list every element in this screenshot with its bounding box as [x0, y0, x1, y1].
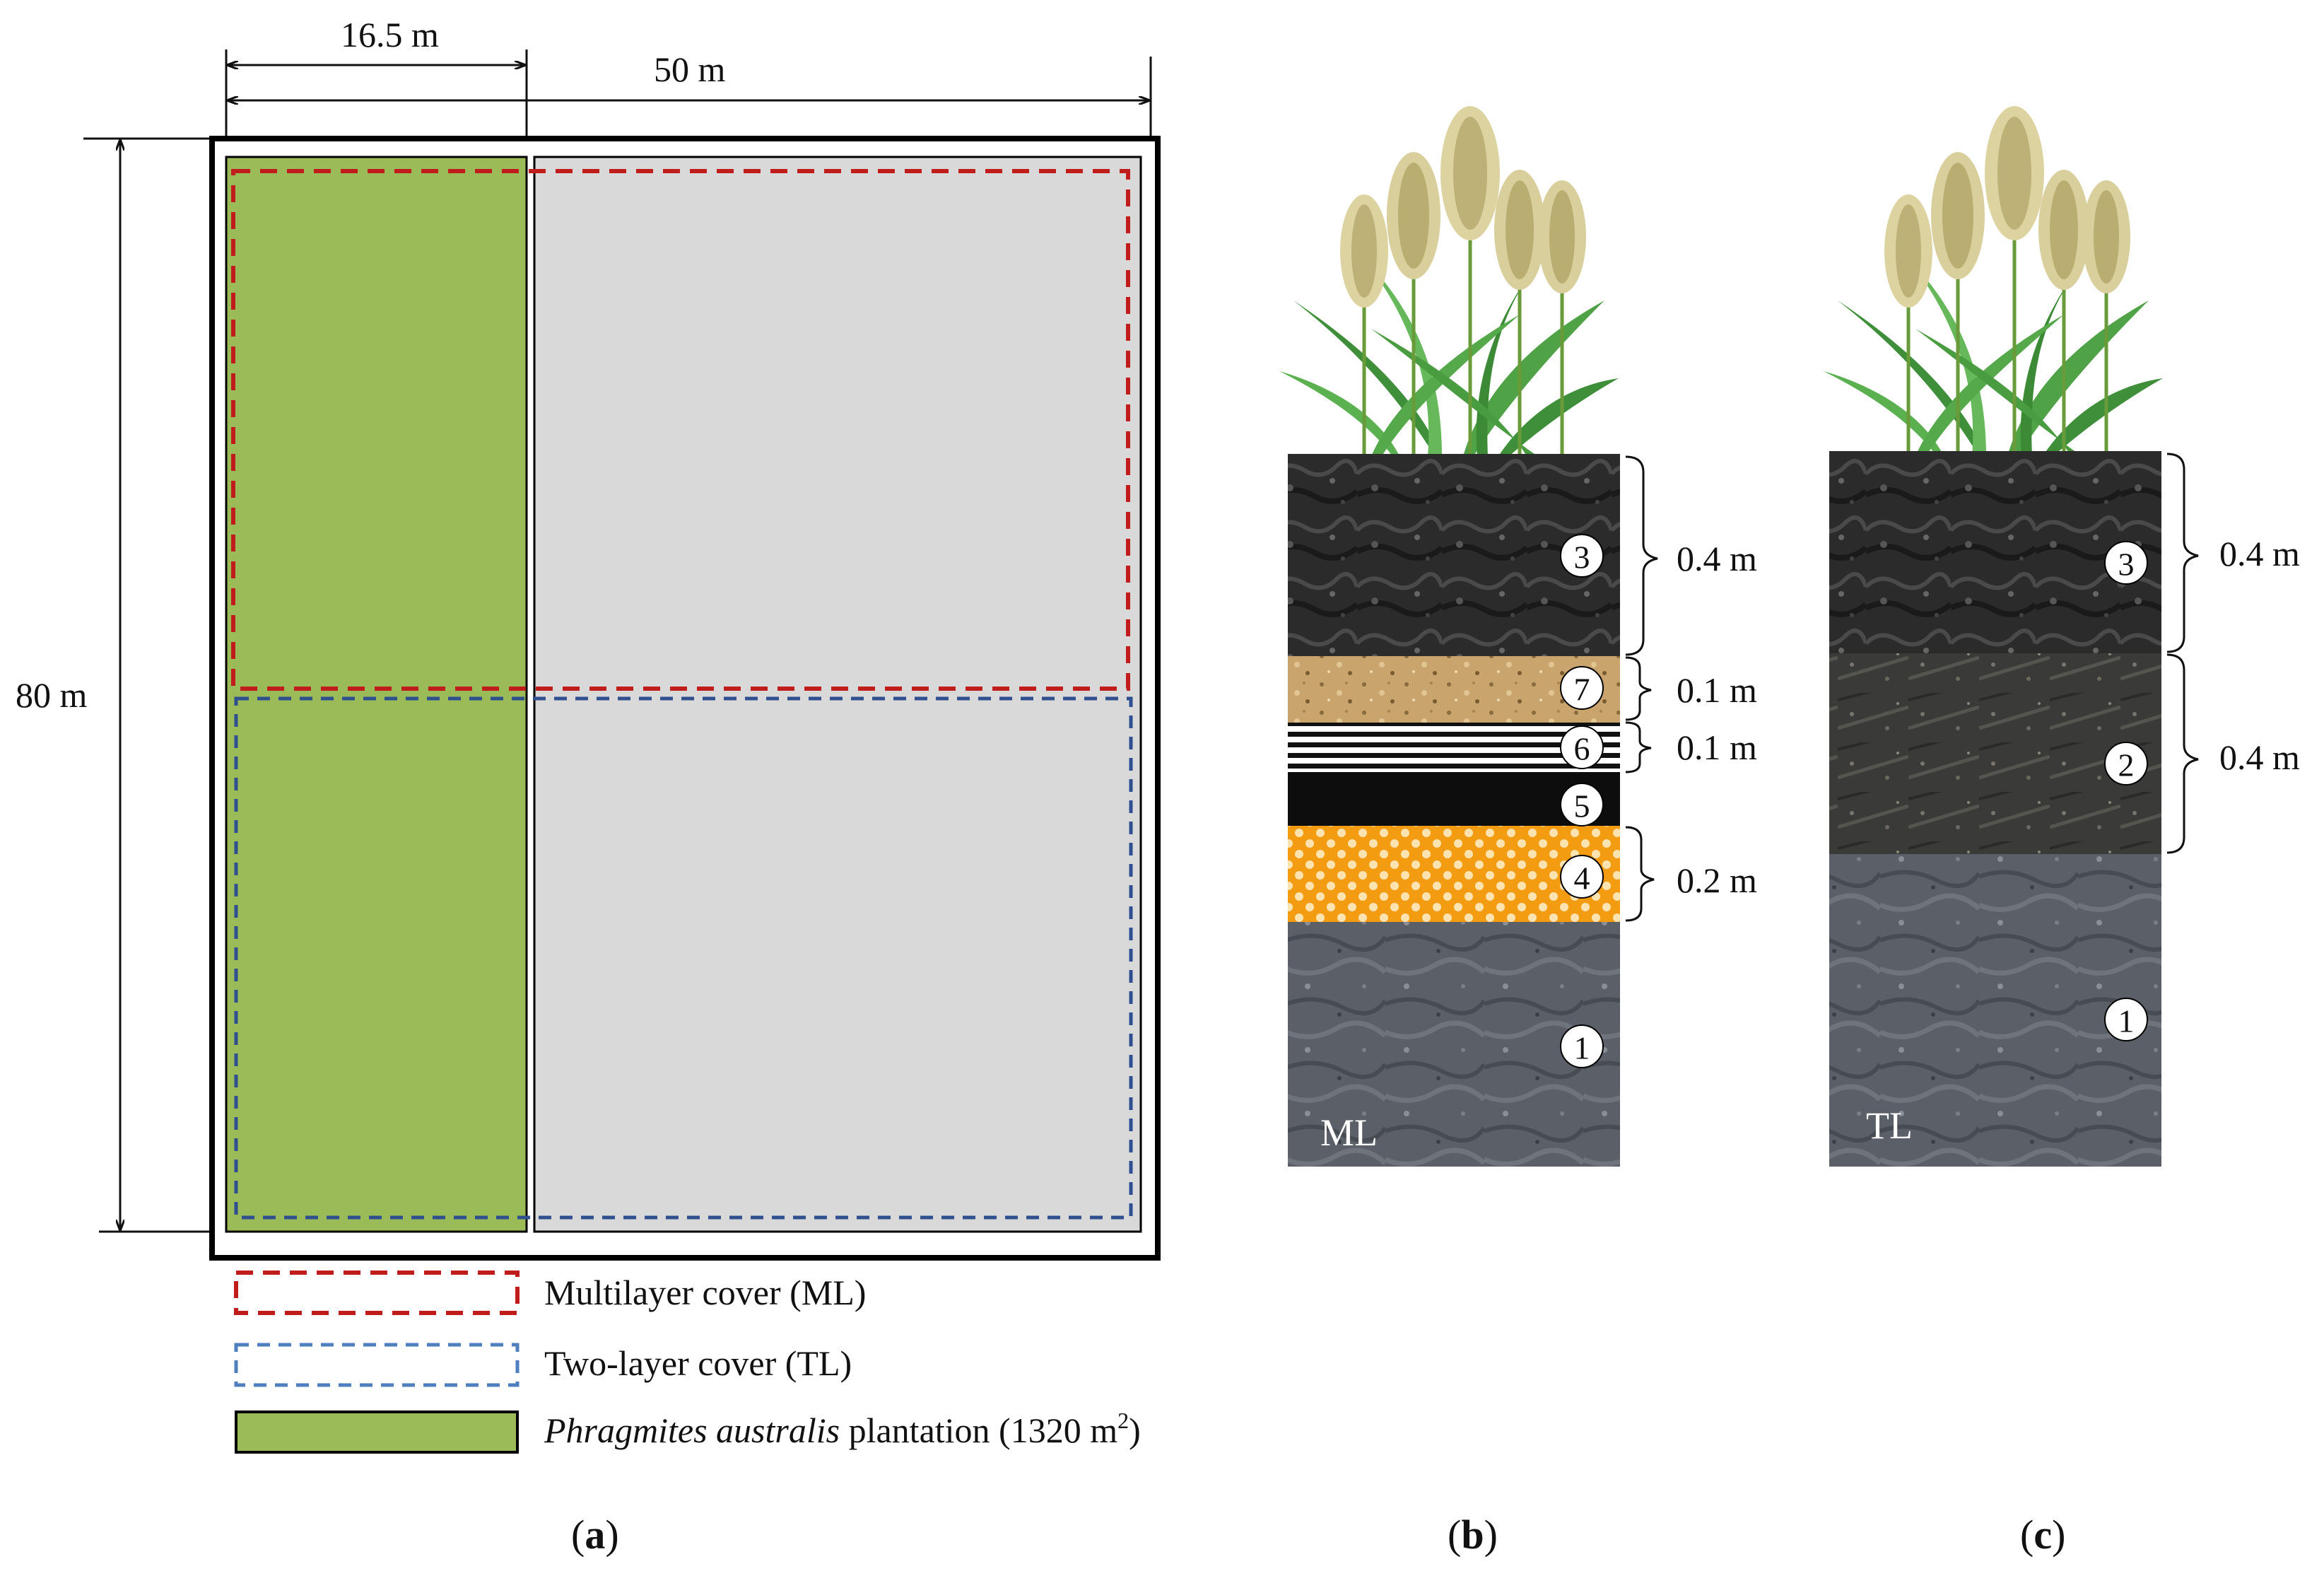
layer-number-7: 7	[1574, 672, 1590, 708]
bare-area	[533, 156, 1142, 1233]
legend-plantation-text: plantation (1320 m	[840, 1411, 1117, 1450]
tl-cover-outline	[234, 696, 1133, 1220]
thickness-label-0-4-c2: 0.4 m	[2219, 737, 2300, 777]
layer-marker-3: 3	[1560, 534, 1604, 578]
brace-layer-2-c	[2166, 653, 2199, 854]
legend-label-tl: Two-layer cover (TL)	[544, 1343, 852, 1383]
caption-a-text: (a)	[571, 1512, 619, 1558]
panel-b: 3 7 6 5 4 1 ML 0.4 m 0.1 m 0.1 m 0.2 m (…	[1279, 106, 1757, 1558]
legend-swatch-plantation	[235, 1411, 519, 1454]
layer-marker-6: 6	[1560, 725, 1604, 769]
layer-marker-1: 1	[1560, 1024, 1604, 1068]
reed-plant-b	[1279, 106, 1619, 456]
legend-swatch-ml	[234, 1271, 520, 1315]
layer-marker-3-c: 3	[2104, 541, 2148, 585]
brace-layer-4	[1625, 826, 1655, 922]
layer-number-6: 6	[1574, 731, 1590, 767]
panel-c-tag: TL	[1866, 1104, 1913, 1147]
legend-close-paren: )	[1129, 1411, 1141, 1450]
reed-plant-c	[1824, 106, 2163, 456]
legend-label-plantation: Phragmites australis plantation (1320 m2…	[544, 1408, 1141, 1450]
dim-label-plantation-width: 16.5 m	[341, 15, 439, 54]
legend-species-name: Phragmites australis	[544, 1411, 840, 1450]
legend-label-ml: Multilayer cover (ML)	[544, 1273, 866, 1312]
layer-marker-1-c: 1	[2104, 998, 2148, 1041]
caption-a: (a)	[571, 1512, 619, 1558]
thickness-label-0-2: 0.2 m	[1677, 860, 1757, 900]
layer-number-1: 1	[1574, 1030, 1590, 1066]
caption-c: (c)	[2020, 1512, 2065, 1558]
legend-superscript: 2	[1117, 1408, 1129, 1433]
dim-label-total-width: 50 m	[654, 49, 726, 89]
panel-b-tag: ML	[1320, 1111, 1378, 1154]
layer-number-4: 4	[1574, 860, 1590, 897]
layer-number-3: 3	[1574, 539, 1590, 576]
layer-marker-2-c: 2	[2104, 742, 2148, 786]
layer-marker-5: 5	[1560, 783, 1604, 827]
dim-label-height: 80 m	[16, 675, 88, 715]
panel-c: 3 2 1 TL 0.4 m 0.4 m (c)	[1824, 106, 2300, 1558]
thickness-label-0-4-c1: 0.4 m	[2219, 534, 2300, 573]
panel-a: 16.5 m 50 m 80 m Multilayer cover (ML) T…	[16, 15, 1161, 1558]
thickness-label-0-1-a: 0.1 m	[1677, 670, 1757, 710]
brace-layer-3	[1625, 455, 1658, 656]
layer-3-topsoil-c	[1829, 451, 2161, 653]
legend: Multilayer cover (ML) Two-layer cover (T…	[234, 1271, 1141, 1454]
layer-number-2-c: 2	[2118, 747, 2135, 783]
legend-swatch-tl	[234, 1343, 520, 1387]
brace-layer-6	[1625, 721, 1652, 773]
thickness-label-0-4-b: 0.4 m	[1677, 539, 1757, 578]
brace-layer-7	[1625, 656, 1652, 721]
caption-b: (b)	[1448, 1512, 1498, 1558]
plantation-area	[225, 156, 528, 1233]
layer-marker-7: 7	[1560, 666, 1604, 710]
layer-number-3-c: 3	[2118, 547, 2135, 583]
layer-1-waste-c	[1829, 854, 2161, 1167]
ml-cover-outline	[231, 169, 1130, 691]
thickness-label-0-1-b: 0.1 m	[1677, 728, 1757, 767]
layer-2-soil-c	[1829, 653, 2161, 854]
layer-number-5: 5	[1574, 788, 1590, 824]
layer-number-1-c: 1	[2118, 1003, 2135, 1039]
layer-marker-4: 4	[1560, 855, 1604, 899]
brace-layer-3-c	[2166, 452, 2199, 653]
